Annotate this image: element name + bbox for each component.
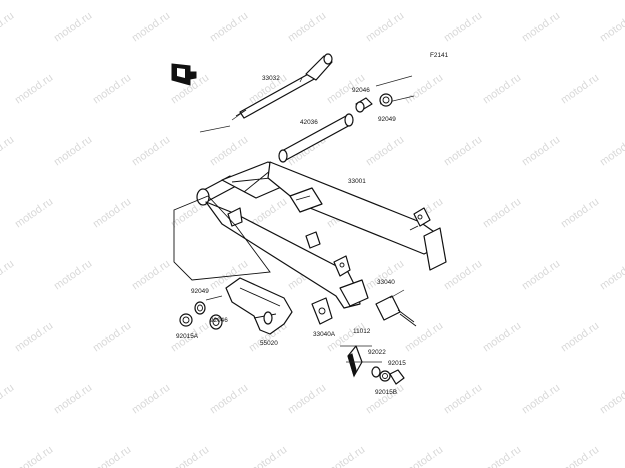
label-42036: 42036 xyxy=(300,119,318,126)
watermark-text: motod.ru xyxy=(247,444,289,468)
shaft-33032[interactable] xyxy=(235,53,333,119)
watermark-text: motod.ru xyxy=(130,10,172,45)
watermark-text: motod.ru xyxy=(598,258,625,293)
watermark-text: motod.ru xyxy=(0,382,16,417)
watermark-text: motod.ru xyxy=(442,258,484,293)
watermark-text: motod.ru xyxy=(364,10,406,45)
watermark-text: motod.ru xyxy=(91,444,133,468)
nut-92015a[interactable] xyxy=(179,313,193,327)
watermark-text: motod.ru xyxy=(364,258,406,293)
watermark-text: motod.ru xyxy=(13,72,55,107)
watermark-text: motod.ru xyxy=(520,382,562,417)
watermark-text: motod.ru xyxy=(52,10,94,45)
label-92049-left: 92049 xyxy=(191,288,209,295)
label-92015: 92015 xyxy=(388,360,406,367)
label-92015a: 92015A xyxy=(176,333,199,340)
cap-11012[interactable] xyxy=(347,345,363,378)
label-92049-top: 92049 xyxy=(378,116,396,123)
watermark-text: motod.ru xyxy=(598,382,625,417)
bushing-92046-top[interactable] xyxy=(355,97,373,113)
watermark-text: motod.ru xyxy=(442,134,484,169)
nut-92015[interactable] xyxy=(389,369,405,385)
label-55020: 55020 xyxy=(260,340,278,347)
label-33040a: 33040A xyxy=(313,331,336,338)
watermark-text: motod.ru xyxy=(91,320,133,355)
watermark-text: motod.ru xyxy=(559,444,601,468)
label-92046-left: 92046 xyxy=(210,317,228,324)
watermark-text: motod.ru xyxy=(481,320,523,355)
swingarm-33001[interactable] xyxy=(196,161,447,309)
sleeve-42036[interactable] xyxy=(278,113,354,163)
watermark-text: motod.ru xyxy=(130,382,172,417)
watermark-text: motod.ru xyxy=(559,196,601,231)
watermark-text: motod.ru xyxy=(403,444,445,468)
watermark-text: motod.ru xyxy=(325,444,367,468)
watermark-text: motod.ru xyxy=(13,196,55,231)
nut-92015b[interactable] xyxy=(379,370,391,382)
label-92015b: 92015B xyxy=(375,389,397,396)
watermark-text: motod.ru xyxy=(481,72,523,107)
watermark-text: motod.ru xyxy=(442,382,484,417)
watermark-text: motod.ru xyxy=(286,10,328,45)
label-33001: 33001 xyxy=(348,178,366,185)
label-11012: 11012 xyxy=(353,328,371,335)
label-92046-top: 92046 xyxy=(352,87,370,94)
watermark-text: motod.ru xyxy=(130,258,172,293)
part-labels: 33032 92046 92049 42036 33001 92049 9201… xyxy=(176,75,406,396)
watermark-text: motod.ru xyxy=(481,196,523,231)
chain-guard-55020[interactable] xyxy=(225,277,293,335)
watermark-text: motod.ru xyxy=(481,444,523,468)
watermark-text: motod.ru xyxy=(130,134,172,169)
washer-92022[interactable] xyxy=(371,366,381,378)
label-33032: 33032 xyxy=(262,75,280,82)
watermark-text: motod.ru xyxy=(52,382,94,417)
watermark-text: motod.ru xyxy=(208,382,250,417)
watermark-text: motod.ru xyxy=(91,196,133,231)
watermark-text: motod.ru xyxy=(13,320,55,355)
figure-code: F2141 xyxy=(430,52,449,59)
seal-92049-top[interactable] xyxy=(379,93,393,107)
watermark-text: motod.ru xyxy=(559,72,601,107)
watermark-text: motod.ru xyxy=(52,258,94,293)
watermark-text: motod.ru xyxy=(520,10,562,45)
watermark-text: motod.ru xyxy=(286,382,328,417)
watermark-text: motod.ru xyxy=(0,134,16,169)
watermark-text: motod.ru xyxy=(52,134,94,169)
watermark-text: motod.ru xyxy=(0,258,16,293)
watermark-text: motod.ru xyxy=(598,134,625,169)
watermark-text: motod.ru xyxy=(520,258,562,293)
label-92022: 92022 xyxy=(368,349,386,356)
watermark-text: motod.ru xyxy=(403,320,445,355)
front-arrow-icon xyxy=(171,63,197,86)
label-33040: 33040 xyxy=(377,279,395,286)
bushing-92046-left[interactable] xyxy=(209,314,223,330)
watermark-text: motod.ru xyxy=(91,72,133,107)
watermark-text: motod.ru xyxy=(208,134,250,169)
seal-92049-left[interactable] xyxy=(194,301,206,315)
adjuster-plate-33040a[interactable] xyxy=(311,297,333,325)
watermark-text: motod.ru xyxy=(598,10,625,45)
watermark-text: motod.ru xyxy=(442,10,484,45)
watermark-text: motod.ru xyxy=(208,10,250,45)
watermark-text: motod.ru xyxy=(520,134,562,169)
watermark-text: motod.ru xyxy=(13,444,55,468)
watermark-text: motod.ru xyxy=(364,134,406,169)
adjuster-bolt-33040[interactable] xyxy=(375,289,417,327)
watermark-text: motod.ru xyxy=(0,10,16,45)
watermark-text: motod.ru xyxy=(559,320,601,355)
watermark-text: motod.ru xyxy=(364,382,406,417)
watermark-text: motod.ru xyxy=(169,444,211,468)
